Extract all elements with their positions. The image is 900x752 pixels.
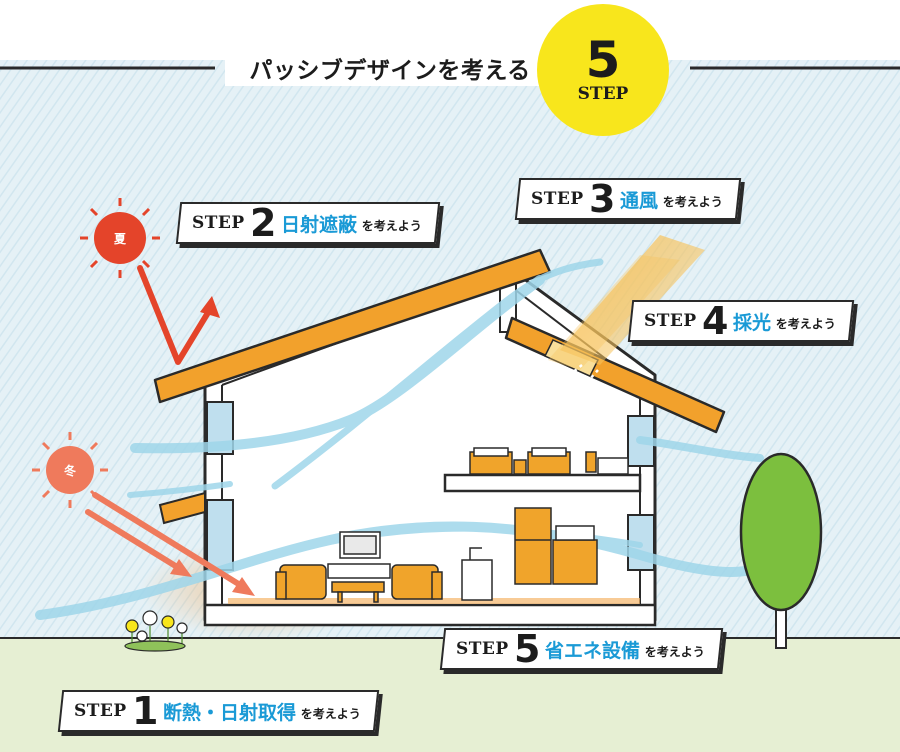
five-step-badge: 5 STEP [537,4,669,136]
kitchen-sink [461,559,493,601]
winter-sun-arrow-1 [92,492,248,591]
sofa-right [391,564,439,600]
summer-sun-label: 夏 [114,232,127,246]
floor-warm [228,598,640,604]
step-1-label: STEP 1 断熱・日射取得 を考えよう [57,689,380,733]
winter-sun-arrowhead-1 [232,577,255,596]
flower [161,615,175,629]
step-topic: 通風 [620,189,659,212]
step-suffix: を考えよう [361,218,422,233]
living-furniture [275,507,598,603]
winter-sun-label: 冬 [64,463,76,478]
flowers [124,610,188,652]
badge-number: 5 [585,31,621,89]
wind-flow-2 [271,258,604,490]
step-suffix: を考えよう [300,706,361,721]
winter-sun-arrow-2 [85,509,185,573]
kitchen-counter [552,539,598,585]
step-word: STEP [456,639,509,659]
winter-sun: 冬 [32,432,108,508]
step-number: 4 [701,299,729,343]
step-topic: 断熱・日射取得 [163,701,297,724]
step-4-label: STEP 4 採光 を考えよう [627,299,855,343]
light-ray-arrow-1 [480,432,494,446]
summer-sun: 夏 [80,198,160,278]
step-number: 5 [513,627,541,671]
step-topic: 日射遮蔽 [281,213,358,236]
step-3-label: STEP 3 通風 を考えよう [514,177,742,221]
step-5-label: STEP 5 省エネ設備 を考えよう [439,627,724,671]
loft-furniture [469,447,629,475]
light-ray-2 [534,369,599,441]
coffee-table [331,581,385,593]
loft-floor [443,473,642,493]
page-title: パッシブデザインを考える [225,50,555,86]
desk [597,457,629,475]
ground-floor-slab [203,603,657,627]
step-number: 3 [588,177,616,221]
step-suffix: を考えよう [775,316,836,331]
wind-flow-6 [127,481,233,498]
light-ray-arrow-2 [528,432,540,446]
tv-stand [327,563,391,579]
flower [125,619,139,633]
step-suffix: を考えよう [644,644,705,659]
winter-sun-arrowhead-2 [170,559,192,577]
chair [585,451,597,473]
step-topic: 採光 [733,311,772,334]
step-word: STEP [192,213,245,233]
nightstand [513,459,527,475]
step-word: STEP [644,311,697,331]
flower [142,610,158,626]
summer-sun-disc [94,212,146,264]
step-2-label: STEP 2 日射遮蔽 を考えよう [175,201,441,245]
step-topic: 省エネ設備 [545,639,641,662]
step-word: STEP [531,189,584,209]
summer-sun-arrow [137,265,215,365]
badge-label: STEP [577,84,629,104]
tree-crown [739,452,823,612]
eave-left [158,491,206,525]
sofa-left [279,564,327,600]
step-word: STEP [74,701,127,721]
summer-sun-arrowhead [200,296,220,318]
light-beam-wide [548,255,680,370]
microwave [555,525,595,541]
wind-flow-5 [636,436,764,462]
light-ray-1 [487,364,583,441]
tree [739,452,823,649]
winter-sun-disc [46,446,94,494]
refrigerator [514,507,552,585]
step-number: 1 [131,689,159,733]
step-suffix: を考えよう [662,194,723,209]
flower [176,622,188,634]
window-lower-left [206,499,234,571]
wind-flow-1 [130,275,545,454]
step-number: 2 [249,201,277,245]
flower [136,630,148,642]
